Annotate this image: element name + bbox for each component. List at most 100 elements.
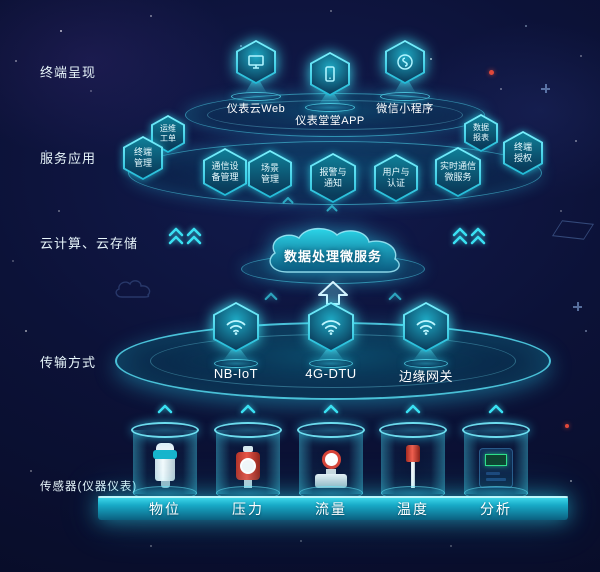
layer-label-services: 服务应用 xyxy=(40,151,97,166)
sensor-probe xyxy=(411,462,415,488)
service-badge-label: 终端授权 xyxy=(513,142,532,163)
layer-label-cloud: 云计算、云存储 xyxy=(40,236,139,251)
sensor-category-label: 分析 xyxy=(480,501,512,517)
service-badge: 终端管理 xyxy=(123,136,163,180)
sensor-band xyxy=(153,450,177,459)
chevron-up-icon xyxy=(264,292,278,301)
nebula-decoration xyxy=(0,0,240,160)
web-monitor-icon xyxy=(248,55,264,69)
analyzer-buttons xyxy=(486,472,500,475)
miniprogram-hexagon xyxy=(385,40,425,84)
sensor-cap xyxy=(243,446,253,452)
sensor-category-label: 温度 xyxy=(397,501,429,517)
chevron-up-icon xyxy=(186,227,202,245)
starfield-decoration xyxy=(0,0,2,2)
sensor-category-label: 流量 xyxy=(315,501,347,517)
analyzer-buttons xyxy=(486,478,506,481)
sensor-pod xyxy=(214,422,282,500)
sensor-body xyxy=(479,448,513,488)
cloud-label: 数据处理微服务 xyxy=(283,249,382,264)
service-badge: 数据报表 xyxy=(464,114,498,152)
presentation-platform-ring xyxy=(207,100,463,130)
pedestal-ellipse xyxy=(231,92,281,101)
layer-label-transmission: 传输方式 xyxy=(40,355,97,370)
cloud-outline-decoration-icon xyxy=(115,280,151,298)
pedestal-ellipse xyxy=(404,359,448,368)
plus-sparkle-decoration xyxy=(541,84,550,93)
sensor-tip xyxy=(244,480,252,488)
sensor-pod xyxy=(462,422,530,500)
red-dot-decoration xyxy=(565,424,569,428)
sensor-category-label: 物位 xyxy=(149,501,181,517)
layer-label-sensors: 传感器(仪器仪表) xyxy=(40,481,138,493)
temperature-sensor-illustration xyxy=(379,445,447,488)
service-badge: 用户与认证 xyxy=(374,154,418,202)
red-dot-decoration xyxy=(489,70,494,75)
service-badge-label: 场景管理 xyxy=(260,163,279,184)
chevron-up-icon xyxy=(282,197,294,204)
transmission-item-label: NB-IoT xyxy=(213,366,259,381)
flow-meter-illustration xyxy=(297,450,365,488)
layer-label-presentation: 终端呈现 xyxy=(40,65,97,80)
mobile-app-icon xyxy=(325,66,335,82)
sensor-pod xyxy=(297,422,365,500)
sensor-category-label: 压力 xyxy=(232,501,264,517)
service-badge-label: 运维工单 xyxy=(160,124,176,143)
sensor-neck xyxy=(326,469,336,474)
service-badge-label: 用户与认证 xyxy=(382,167,410,188)
box-decoration xyxy=(551,220,595,240)
cloud-shape-icon xyxy=(269,227,400,273)
service-badge-label: 数据报表 xyxy=(473,123,489,142)
analyzer-screen xyxy=(485,454,507,466)
gauge-dial xyxy=(321,450,341,469)
nbiot-hexagon xyxy=(213,302,259,352)
service-badge: 报警与通知 xyxy=(310,153,356,203)
service-badge-label: 终端管理 xyxy=(133,147,152,168)
chevron-up-icon xyxy=(240,404,256,414)
service-badge: 终端授权 xyxy=(503,131,543,175)
presentation-item-label: 仪表云Web xyxy=(226,103,286,115)
chevron-up-icon xyxy=(488,404,504,414)
plus-sparkle-decoration xyxy=(573,302,582,311)
sensor-body xyxy=(236,452,260,480)
sensor-head xyxy=(406,445,420,462)
service-badge-label: 通信设备管理 xyxy=(211,161,239,182)
chevron-up-icon xyxy=(157,404,173,414)
sensor-cap xyxy=(156,443,174,451)
4gdtu-hexagon xyxy=(308,302,354,352)
analyzer-illustration xyxy=(462,448,530,488)
pedestal-ellipse xyxy=(305,103,355,112)
service-badge: 实时通信微服务 xyxy=(435,147,481,197)
sensor-pod xyxy=(379,422,447,500)
chevron-up-icon xyxy=(470,227,486,245)
chevron-up-icon xyxy=(326,205,338,212)
edge-gateway-hexagon xyxy=(403,302,449,352)
chevron-up-icon xyxy=(323,404,339,414)
sensor-base-platform xyxy=(98,496,568,520)
chevron-up-icon xyxy=(168,227,184,245)
chevron-up-icon xyxy=(388,292,402,301)
service-badge-label: 实时通信微服务 xyxy=(439,161,476,182)
presentation-item-label: 仪表堂堂APP xyxy=(295,115,365,127)
gauge-dial xyxy=(240,458,256,474)
sensor-body xyxy=(155,459,175,481)
wifi-icon xyxy=(226,320,246,335)
wifi-icon xyxy=(416,320,436,335)
pedestal-ellipse xyxy=(309,359,353,368)
sensor-body xyxy=(315,474,347,488)
sensor-tip xyxy=(160,481,170,488)
transmission-item-label: 边缘网关 xyxy=(398,369,453,384)
chevron-up-icon xyxy=(452,227,468,245)
wifi-icon xyxy=(321,320,341,335)
web-app-hexagon xyxy=(236,40,276,84)
transmission-item-label: 4G-DTU xyxy=(305,366,357,381)
service-badge-label: 报警与通知 xyxy=(319,167,347,188)
chevron-up-icon xyxy=(405,404,421,414)
service-badge: 场景管理 xyxy=(248,150,292,198)
miniprogram-icon xyxy=(397,54,413,70)
mobile-app-hexagon xyxy=(310,52,350,96)
level-sensor-illustration xyxy=(131,443,199,488)
service-badge: 通信设备管理 xyxy=(203,148,247,196)
pedestal-ellipse xyxy=(380,92,430,101)
